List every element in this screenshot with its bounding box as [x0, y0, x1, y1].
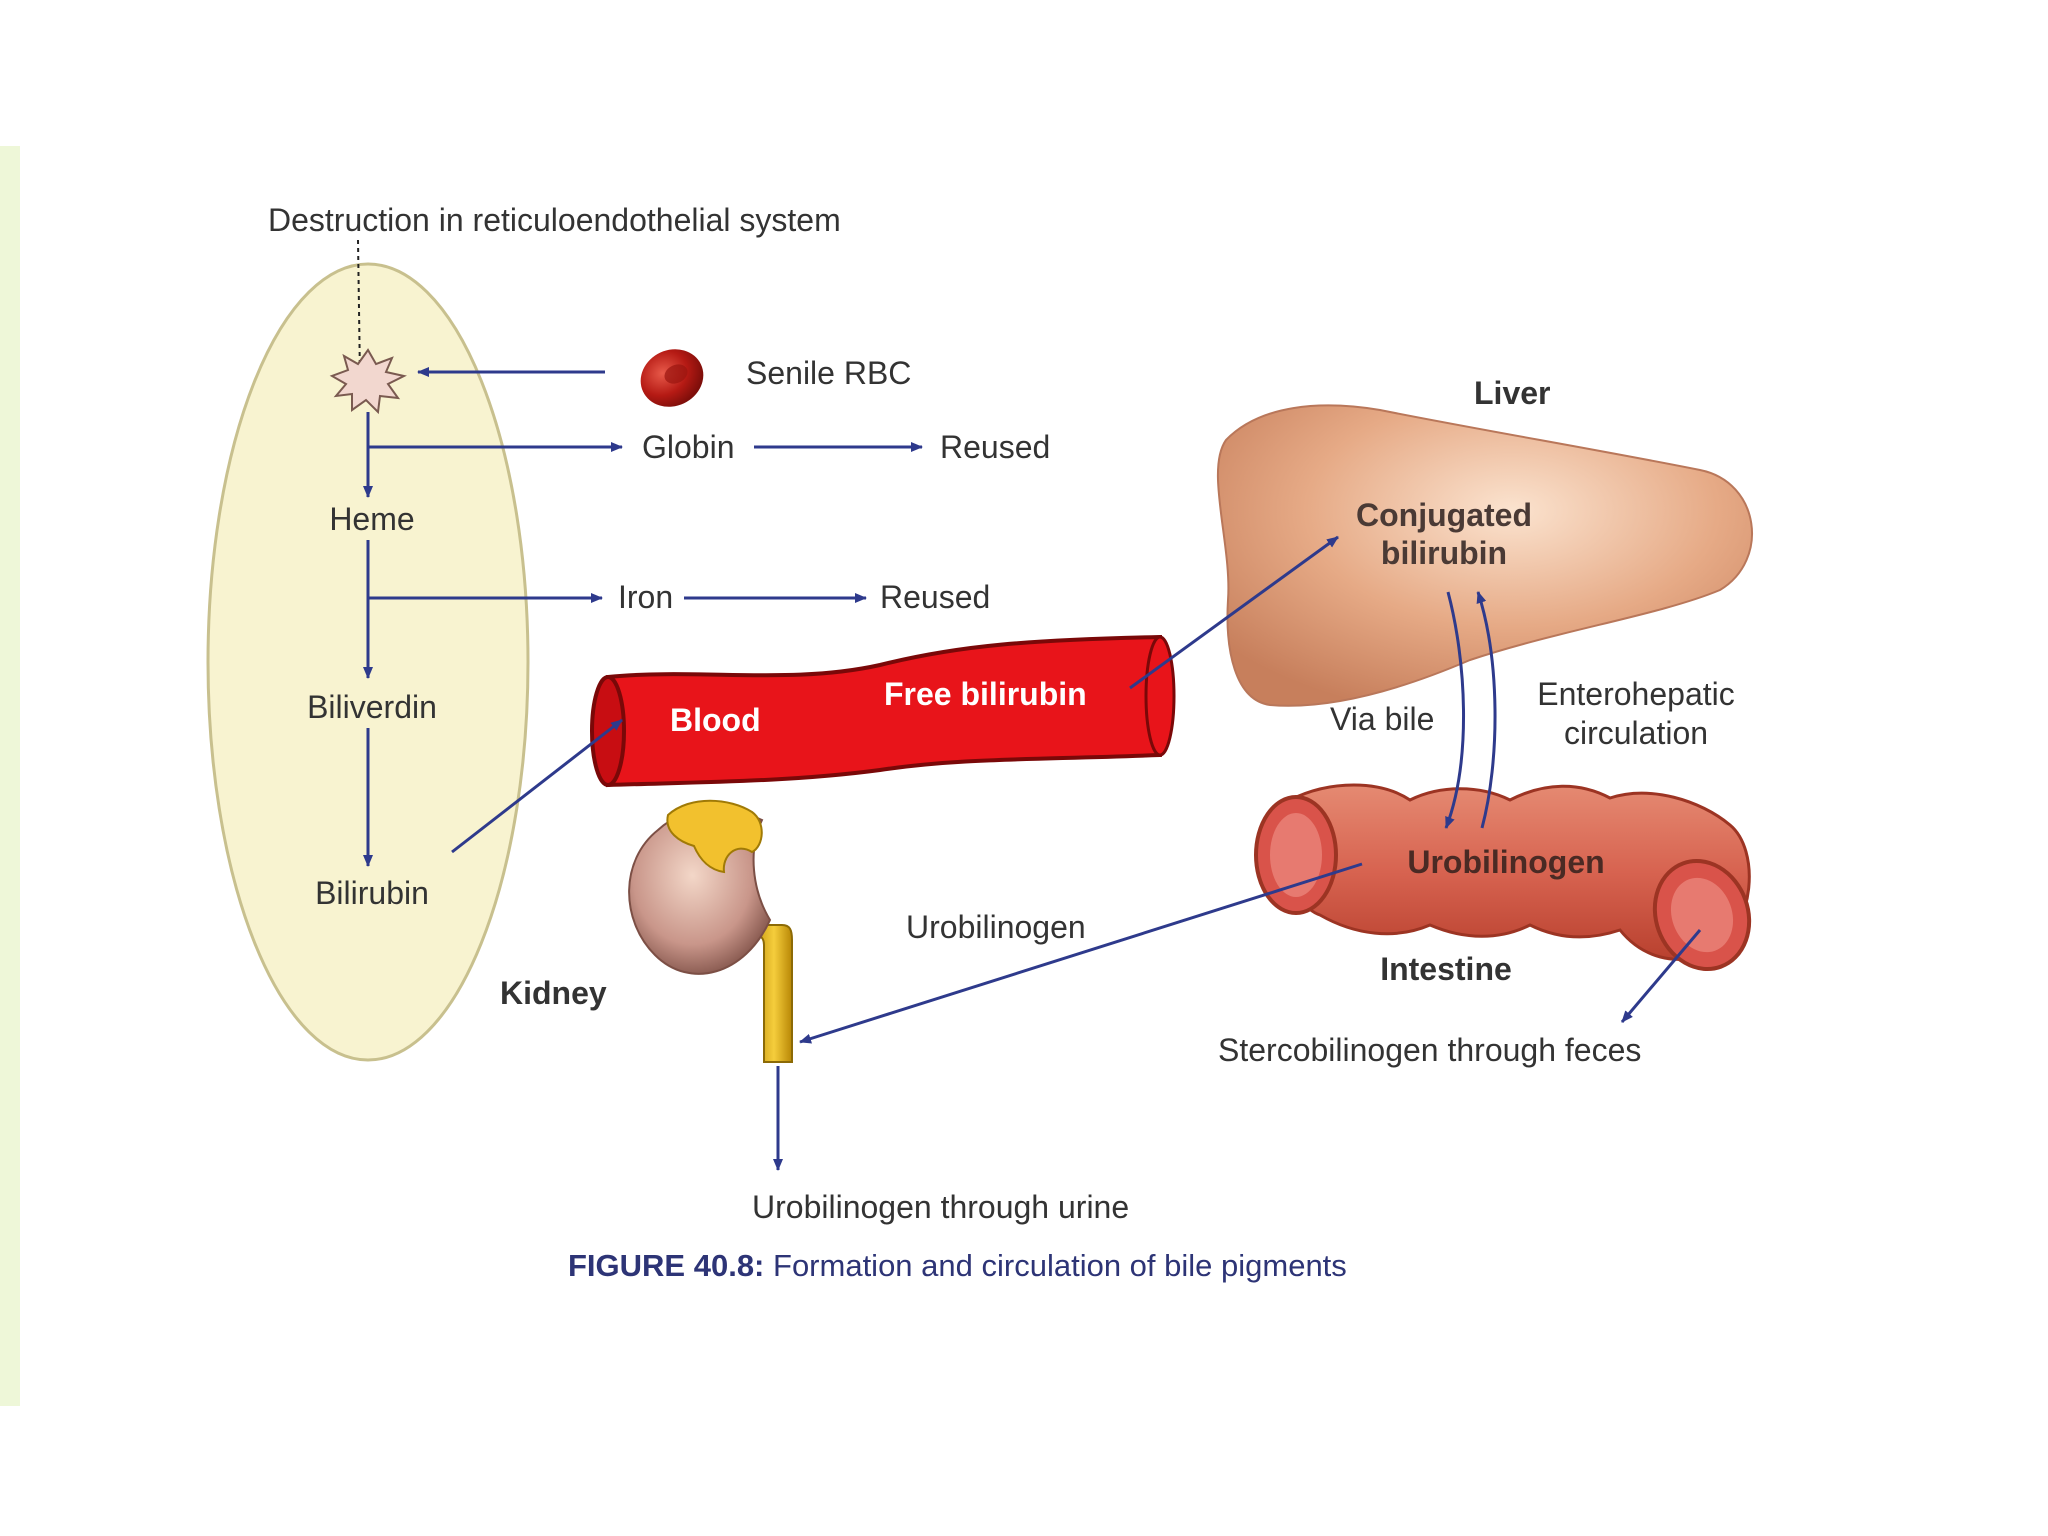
intestine-organ	[1254, 783, 1752, 972]
destruction-pointer	[357, 239, 361, 379]
left-accent-strip	[0, 146, 20, 1406]
reused-iron-label: Reused	[880, 579, 990, 615]
urobilinogen-kidney-label: Urobilinogen	[906, 909, 1086, 945]
arrow-intestine-to-liver	[1476, 591, 1497, 829]
figure-caption: FIGURE 40.8: Formation and circulation o…	[568, 1248, 1468, 1292]
destruction-burst-icon	[329, 348, 407, 415]
kidney-label: Kidney	[500, 975, 607, 1011]
enterohepatic-line1: Enterohepatic	[1537, 676, 1734, 712]
urobilinogen-intestine-label: Urobilinogen	[1407, 844, 1604, 880]
enterohepatic-line2: circulation	[1564, 715, 1708, 751]
caption-label: FIGURE 40.8:	[568, 1248, 765, 1283]
bilirubin-label: Bilirubin	[315, 875, 429, 911]
stercobilinogen-label: Stercobilinogen through feces	[1218, 1032, 1641, 1068]
biliverdin-label: Biliverdin	[307, 689, 437, 725]
kidney-organ	[628, 799, 793, 1063]
intestine-label: Intestine	[1380, 951, 1512, 987]
globin-label: Globin	[642, 429, 735, 465]
flow-arrows	[363, 367, 1702, 1171]
arrow-to-feces	[1620, 929, 1702, 1023]
arrow-liver-to-intestine	[1444, 591, 1465, 829]
reused-globin-label: Reused	[940, 429, 1050, 465]
blood-vessel	[590, 634, 1176, 788]
heme-label: Heme	[329, 501, 414, 537]
blood-label: Blood	[670, 702, 761, 738]
urobilinogen-urine-label: Urobilinogen through urine	[752, 1189, 1129, 1225]
liver-label: Liver	[1474, 375, 1550, 411]
via-bile-label: Via bile	[1330, 701, 1434, 737]
destruction-label: Destruction in reticuloendothelial syste…	[268, 202, 841, 238]
conjugated-bilirubin-line1: Conjugated	[1356, 497, 1532, 533]
arrow-intestine-to-kidney	[799, 862, 1363, 1044]
free-bilirubin-label: Free bilirubin	[884, 676, 1087, 712]
conjugated-bilirubin-line2: bilirubin	[1381, 535, 1507, 571]
arrow-free-bilirubin-to-liver	[1129, 535, 1339, 690]
arrow-bilirubin-to-blood	[451, 718, 623, 854]
iron-label: Iron	[618, 579, 673, 615]
senile-rbc-label: Senile RBC	[746, 355, 911, 391]
liver-organ	[1216, 404, 1753, 707]
caption-text: Formation and circulation of bile pigmen…	[764, 1248, 1347, 1283]
senile-rbc-icon	[640, 349, 704, 407]
